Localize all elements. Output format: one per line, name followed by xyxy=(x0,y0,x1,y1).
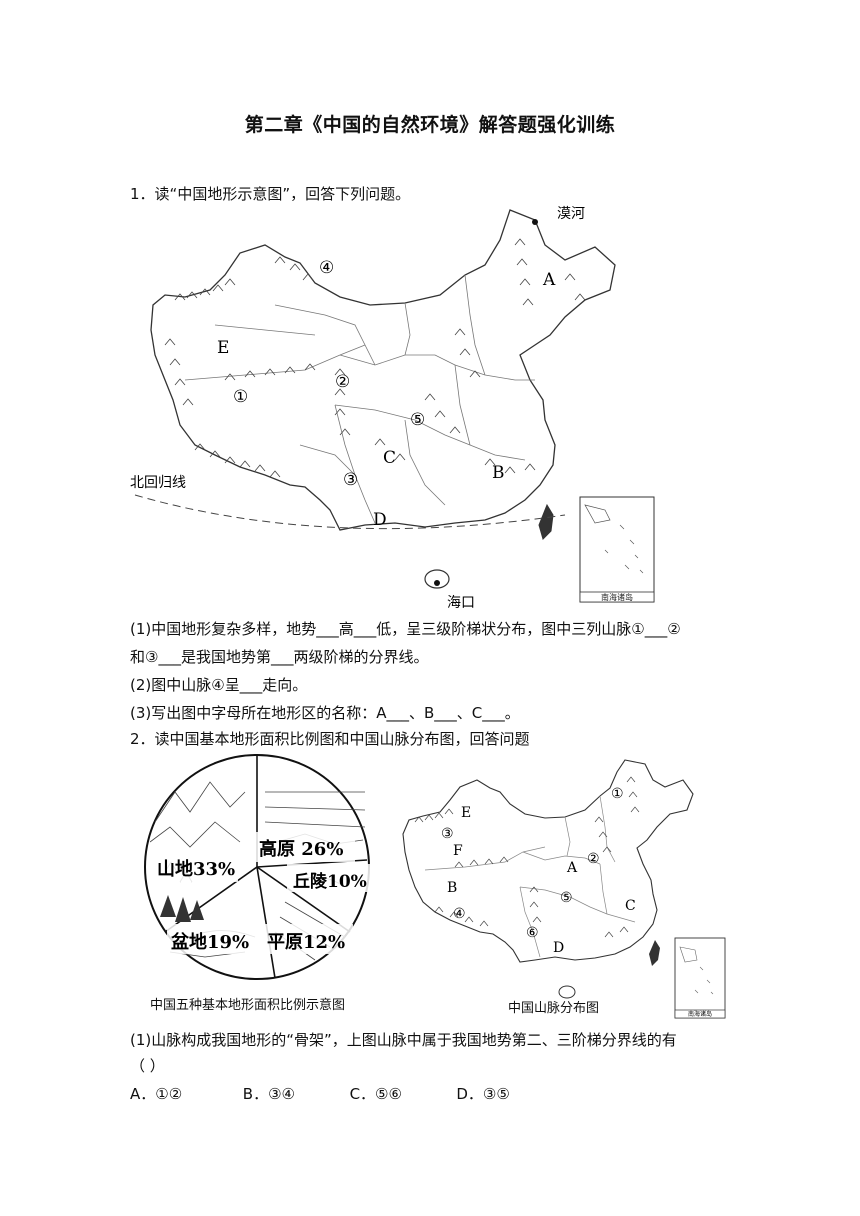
q1-sub1-line1: (1)中国地形复杂多样，地势___高___低，呈三级阶梯状分布，图中三列山脉①_… xyxy=(130,620,681,638)
pie-label-mountain: 山地33% xyxy=(157,858,235,880)
option-a[interactable]: A．①② xyxy=(130,1085,183,1103)
map2-label-n1: ① xyxy=(611,786,624,802)
q1-sub1-line2: 和③___是我国地势第___两级阶梯的分界线。 xyxy=(130,648,429,666)
label-tropic: 北回归线 xyxy=(130,474,186,491)
map2-label-D: D xyxy=(553,940,564,956)
pie-label-plateau: 高原 26% xyxy=(259,838,343,860)
map2-label-E: E xyxy=(461,805,471,821)
q2-options: A．①② B．③④ C．⑤⑥ D．③⑤ xyxy=(130,1083,510,1104)
map2-caption: 中国山脉分布图 xyxy=(508,1001,600,1016)
option-d[interactable]: D．③⑤ xyxy=(456,1085,510,1103)
map2-label-C: C xyxy=(625,898,636,914)
label-haikou: 海口 xyxy=(447,595,475,610)
china-terrain-map: 南海诸岛 漠河 海口 北回归线 A B C D E ① ② ③ ④ ⑤ xyxy=(130,206,655,610)
document-title: 第二章《中国的自然环境》解答题强化训练 xyxy=(244,114,616,136)
inset-label: 南海诸岛 xyxy=(601,592,633,602)
q1-prompt: 1．读“中国地形示意图”，回答下列问题。 xyxy=(130,185,411,203)
map2-label-n4: ④ xyxy=(453,906,466,922)
map2-label-n6: ⑥ xyxy=(526,925,539,941)
china-outline-small xyxy=(402,759,694,963)
map2-label-n2: ② xyxy=(587,851,600,867)
label-n3: ③ xyxy=(343,470,358,490)
pie-caption: 中国五种基本地形面积比例示意图 xyxy=(150,998,346,1013)
label-C: C xyxy=(383,448,396,468)
q2-sub1-line1: (1)山脉构成我国地形的“骨架”，上图山脉中属于我国地势第二、三阶梯分界线的有 xyxy=(130,1031,677,1049)
label-B: B xyxy=(492,463,505,483)
label-n2: ② xyxy=(335,372,350,392)
label-D: D xyxy=(373,510,387,530)
map2-inset-label: 南海诸岛 xyxy=(688,1010,712,1018)
map2-label-B: B xyxy=(447,880,457,896)
terrain-pie-figure: 高原 26% 山地33% 丘陵10% 盆地19% 平原12% xyxy=(144,754,372,980)
pie-label-hill: 丘陵10% xyxy=(293,871,367,892)
map2-label-A: A xyxy=(566,860,578,876)
pie-label-plain: 平原12% xyxy=(267,932,345,953)
q2-sub1-line2: （ ） xyxy=(130,1057,165,1075)
map2-label-n5: ⑤ xyxy=(560,890,573,906)
option-b[interactable]: B．③④ xyxy=(242,1085,295,1103)
label-n4: ④ xyxy=(319,258,334,278)
option-c[interactable]: C．⑤⑥ xyxy=(349,1085,402,1103)
label-n5: ⑤ xyxy=(410,410,425,430)
map2-label-n3: ③ xyxy=(441,826,454,842)
map2-label-F: F xyxy=(453,843,463,859)
q2-prompt: 2．读中国基本地形面积比例图和中国山脉分布图，回答问题 xyxy=(130,730,530,748)
mountain-distribution-map: 南海诸岛 E F B A C D ① ② ③ ④ ⑤ ⑥ xyxy=(402,759,726,1019)
label-n1: ① xyxy=(233,387,248,407)
label-A: A xyxy=(542,270,556,290)
china-outline xyxy=(150,209,616,531)
q1-sub3: (3)写出图中字母所在地形区的名称：A___、B___、C___。 xyxy=(130,704,520,722)
label-mohe: 漠河 xyxy=(557,206,585,222)
label-E: E xyxy=(217,338,229,358)
q1-sub2: (2)图中山脉④呈___走向。 xyxy=(130,676,308,694)
pie-label-basin: 盆地19% xyxy=(171,931,249,953)
